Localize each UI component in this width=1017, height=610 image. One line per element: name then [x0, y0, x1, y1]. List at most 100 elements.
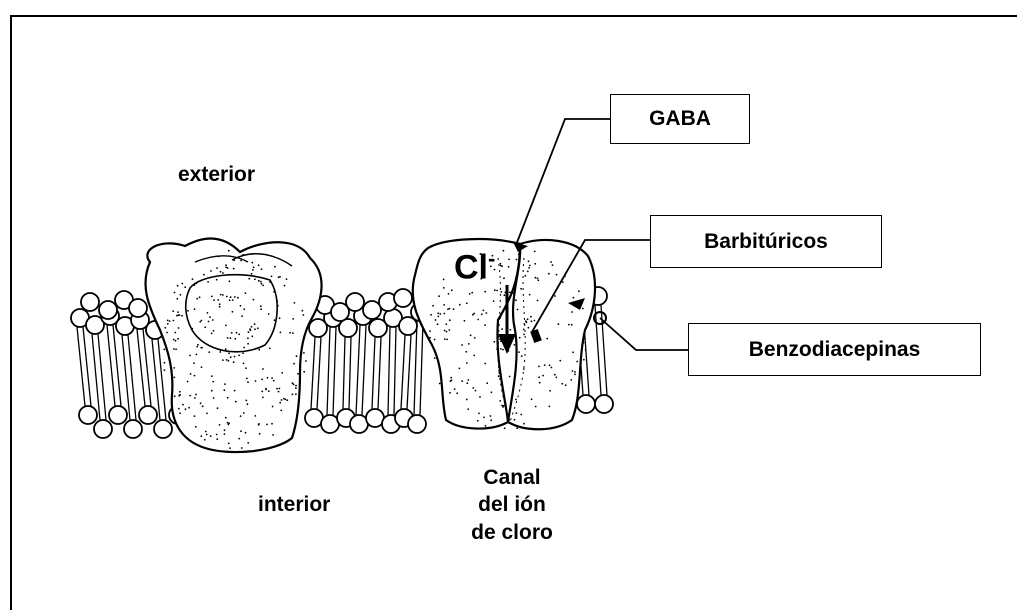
stipple-dot [234, 338, 236, 340]
lipid-tail [327, 327, 330, 415]
stipple-dot [194, 375, 196, 377]
stipple-dot [286, 399, 288, 401]
stipple-dot [167, 320, 169, 322]
stipple-dot [173, 339, 175, 341]
stipple-dot [174, 377, 176, 379]
stipple-dot [200, 435, 202, 437]
stipple-dot [279, 402, 281, 404]
stipple-dot [444, 330, 446, 332]
stipple-dot [451, 289, 453, 291]
stipple-dot [554, 295, 556, 297]
stipple-dot [235, 401, 237, 403]
stipple-dot [523, 423, 525, 425]
stipple-dot [549, 406, 551, 408]
stipple-dot [548, 273, 550, 275]
stipple-dot [549, 390, 551, 392]
stipple-dot [272, 406, 274, 408]
lipid-tail [388, 327, 390, 415]
lipid-tail [407, 335, 411, 409]
stipple-dot [243, 412, 245, 414]
stipple-dot [246, 378, 248, 380]
stipple-dot [204, 326, 206, 328]
stipple-dot [211, 375, 213, 377]
stipple-dot [558, 323, 560, 325]
stipple-dot [258, 424, 260, 426]
stipple-dot [439, 383, 441, 385]
stipple-dot [217, 299, 219, 301]
stipple-dot [294, 302, 296, 304]
stipple-dot [261, 268, 263, 270]
stipple-dot [226, 359, 228, 361]
stipple-dot [273, 291, 275, 293]
stipple-dot [535, 277, 537, 279]
stipple-dot [554, 374, 556, 376]
stipple-dot [549, 364, 551, 366]
stipple-dot [503, 250, 505, 252]
stipple-dot [278, 391, 280, 393]
stipple-dot [202, 405, 204, 407]
stipple-dot [266, 424, 268, 426]
stipple-dot [176, 298, 178, 300]
lipid-tail [372, 337, 375, 409]
stipple-dot [226, 296, 228, 298]
stipple-dot [188, 407, 190, 409]
stipple-dot [254, 323, 256, 325]
stipple-dot [550, 261, 552, 263]
interior-label: interior [258, 494, 330, 515]
stipple-dot [258, 349, 260, 351]
stipple-dot [173, 367, 175, 369]
stipple-dot [174, 395, 176, 397]
stipple-dot [243, 347, 245, 349]
stipple-dot [484, 324, 486, 326]
stipple-dot [232, 311, 234, 313]
stipple-dot [434, 339, 436, 341]
stipple-dot [211, 390, 213, 392]
stipple-dot [206, 413, 208, 415]
stipple-dot [274, 266, 276, 268]
stipple-dot [216, 279, 218, 281]
stipple-dot [279, 388, 281, 390]
stipple-dot [534, 320, 536, 322]
stipple-dot [192, 278, 194, 280]
stipple-dot [260, 305, 262, 307]
stipple-dot [295, 387, 297, 389]
stipple-dot [528, 267, 530, 269]
stipple-dot [194, 415, 196, 417]
stipple-dot [206, 434, 208, 436]
stipple-dot [466, 302, 468, 304]
stipple-dot [516, 412, 518, 414]
stipple-dot [500, 265, 502, 267]
stipple-dot [508, 266, 510, 268]
stipple-dot [201, 320, 203, 322]
stipple-dot [565, 384, 567, 386]
stipple-dot [247, 337, 249, 339]
stipple-dot [493, 341, 495, 343]
stipple-dot [520, 414, 522, 416]
stipple-dot [247, 403, 249, 405]
stipple-dot [515, 399, 517, 401]
stipple-dot [281, 372, 283, 374]
channel-caption-line2: del ión [462, 491, 562, 518]
stipple-dot [529, 265, 531, 267]
stipple-dot [516, 427, 518, 429]
stipple-dot [539, 382, 541, 384]
stipple-dot [228, 422, 230, 424]
stipple-dot [251, 262, 253, 264]
stipple-dot [240, 305, 242, 307]
stipple-dot [175, 340, 177, 342]
stipple-dot [228, 352, 230, 354]
stipple-dot [177, 285, 179, 287]
stipple-dot [207, 281, 209, 283]
stipple-dot [583, 342, 585, 344]
stipple-dot [509, 291, 511, 293]
stipple-dot [226, 350, 228, 352]
stipple-dot [176, 315, 178, 317]
stipple-dot [196, 346, 198, 348]
chloride-charge: - [488, 246, 495, 271]
stipple-dot [466, 399, 468, 401]
stipple-dot [193, 362, 195, 364]
stipple-dot [189, 355, 191, 357]
stipple-dot [443, 313, 445, 315]
stipple-dot [429, 337, 431, 339]
stipple-dot [199, 296, 201, 298]
